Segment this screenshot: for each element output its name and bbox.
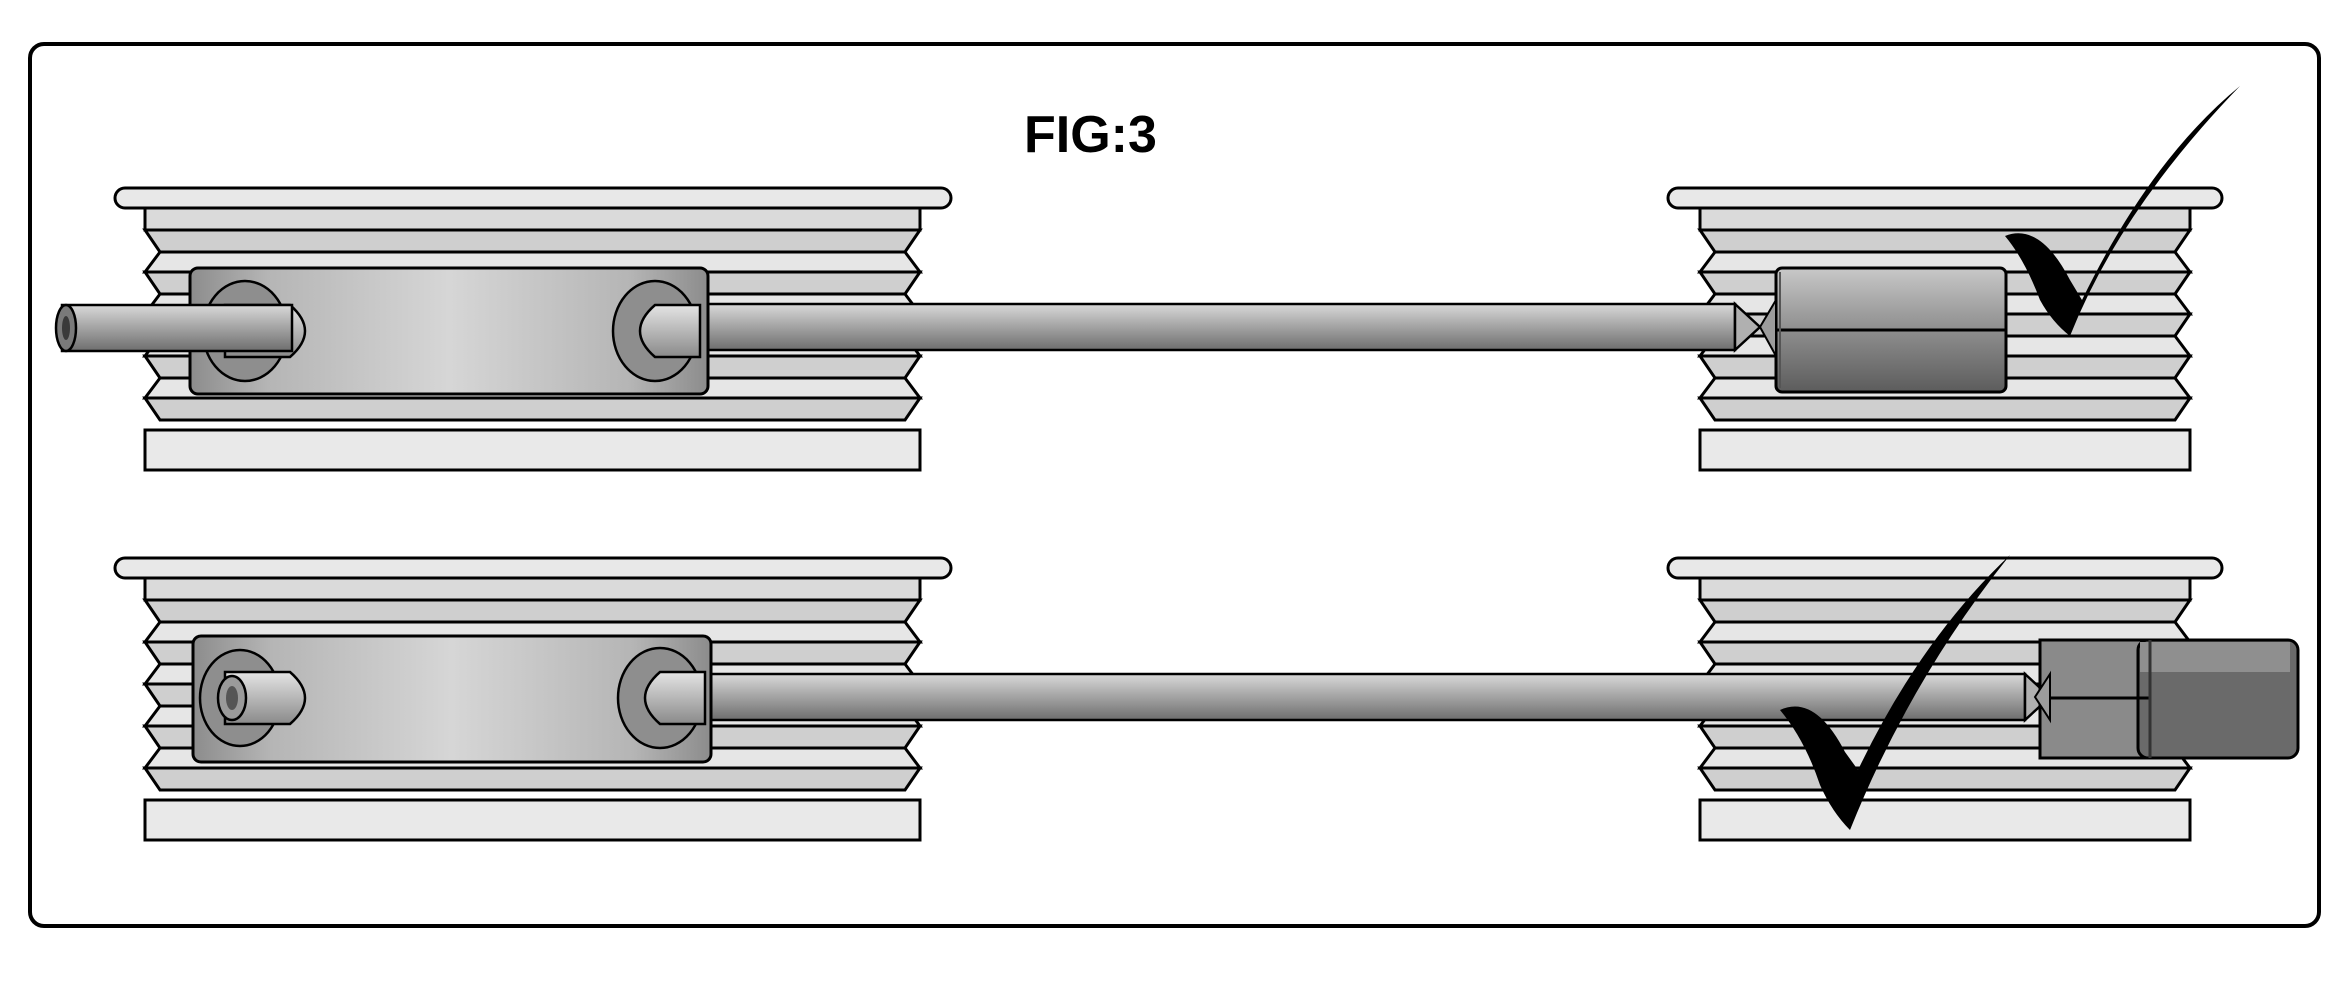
top-cylindrical-target [1758,266,2008,394]
top-checkmark-icon [2005,86,2240,336]
bottom-square-target [2033,638,2300,760]
bottom-assembly [113,555,2300,842]
figure-border [28,42,2321,928]
top-left-rod [54,303,294,353]
bottom-clamp-plate [191,634,713,764]
figure-title: FIG:3 [1024,106,1157,164]
bottom-alignment-bar [648,671,2052,723]
top-alignment-bar [648,301,1762,353]
top-clamp-plate [188,266,710,396]
top-assembly [54,86,2240,472]
bottom-checkmark-icon [1780,555,2010,830]
